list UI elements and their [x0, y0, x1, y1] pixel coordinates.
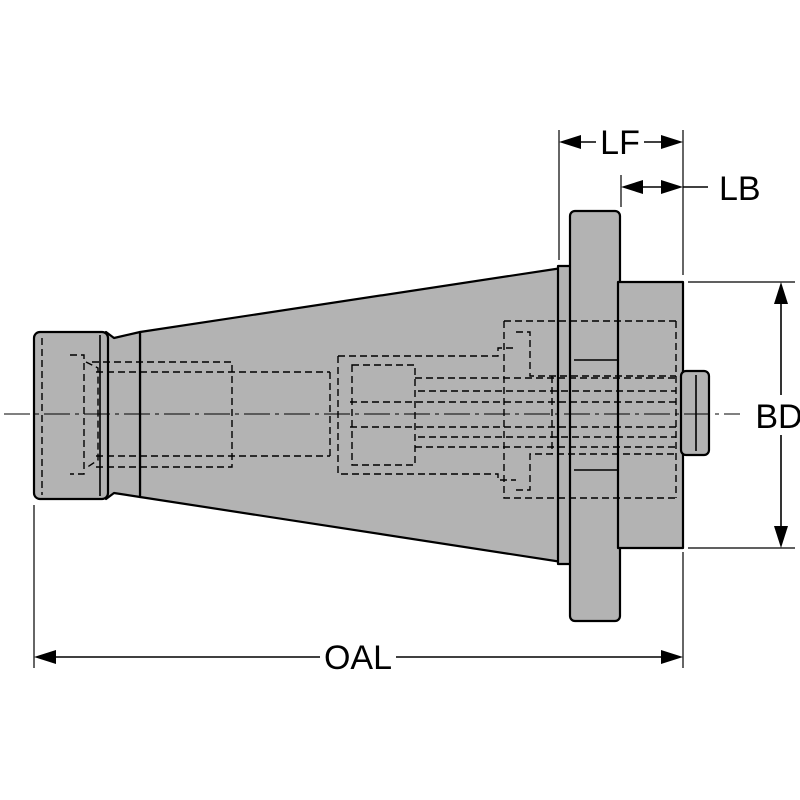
- taper-shank: [138, 266, 564, 564]
- oal-label: OAL: [324, 639, 392, 677]
- oal-arrow-right: [661, 650, 683, 664]
- lf-label: LF: [600, 124, 640, 162]
- hidden-features: [41, 320, 677, 499]
- oal-arrow-left: [34, 650, 56, 664]
- bd-arrow-bottom: [774, 526, 788, 548]
- lf-arrow-right: [661, 135, 683, 149]
- lf-arrow-left: [559, 135, 581, 149]
- front-bore-hidden: [92, 361, 331, 468]
- bd-label-bg: [752, 395, 800, 435]
- lb-arrow-right: [661, 180, 683, 194]
- rear-bore-hidden: [503, 320, 677, 499]
- rear-body: [616, 280, 685, 550]
- bd-arrow-top: [774, 282, 788, 304]
- extension-lines: [33, 130, 795, 668]
- lb-label: LB: [719, 170, 761, 208]
- lb-dimension: LB: [621, 170, 761, 208]
- bd-label: BD: [755, 398, 800, 436]
- oal-dimension: OAL: [34, 639, 683, 677]
- flange: [568, 209, 622, 623]
- nose-end: [32, 330, 110, 501]
- lb-arrow-left: [621, 180, 643, 194]
- retention-knob: [679, 369, 711, 457]
- bd-dimension: BD: [752, 282, 800, 548]
- neck: [104, 330, 142, 501]
- lf-dimension: LF: [559, 124, 683, 162]
- tool-holder-body: [32, 209, 711, 623]
